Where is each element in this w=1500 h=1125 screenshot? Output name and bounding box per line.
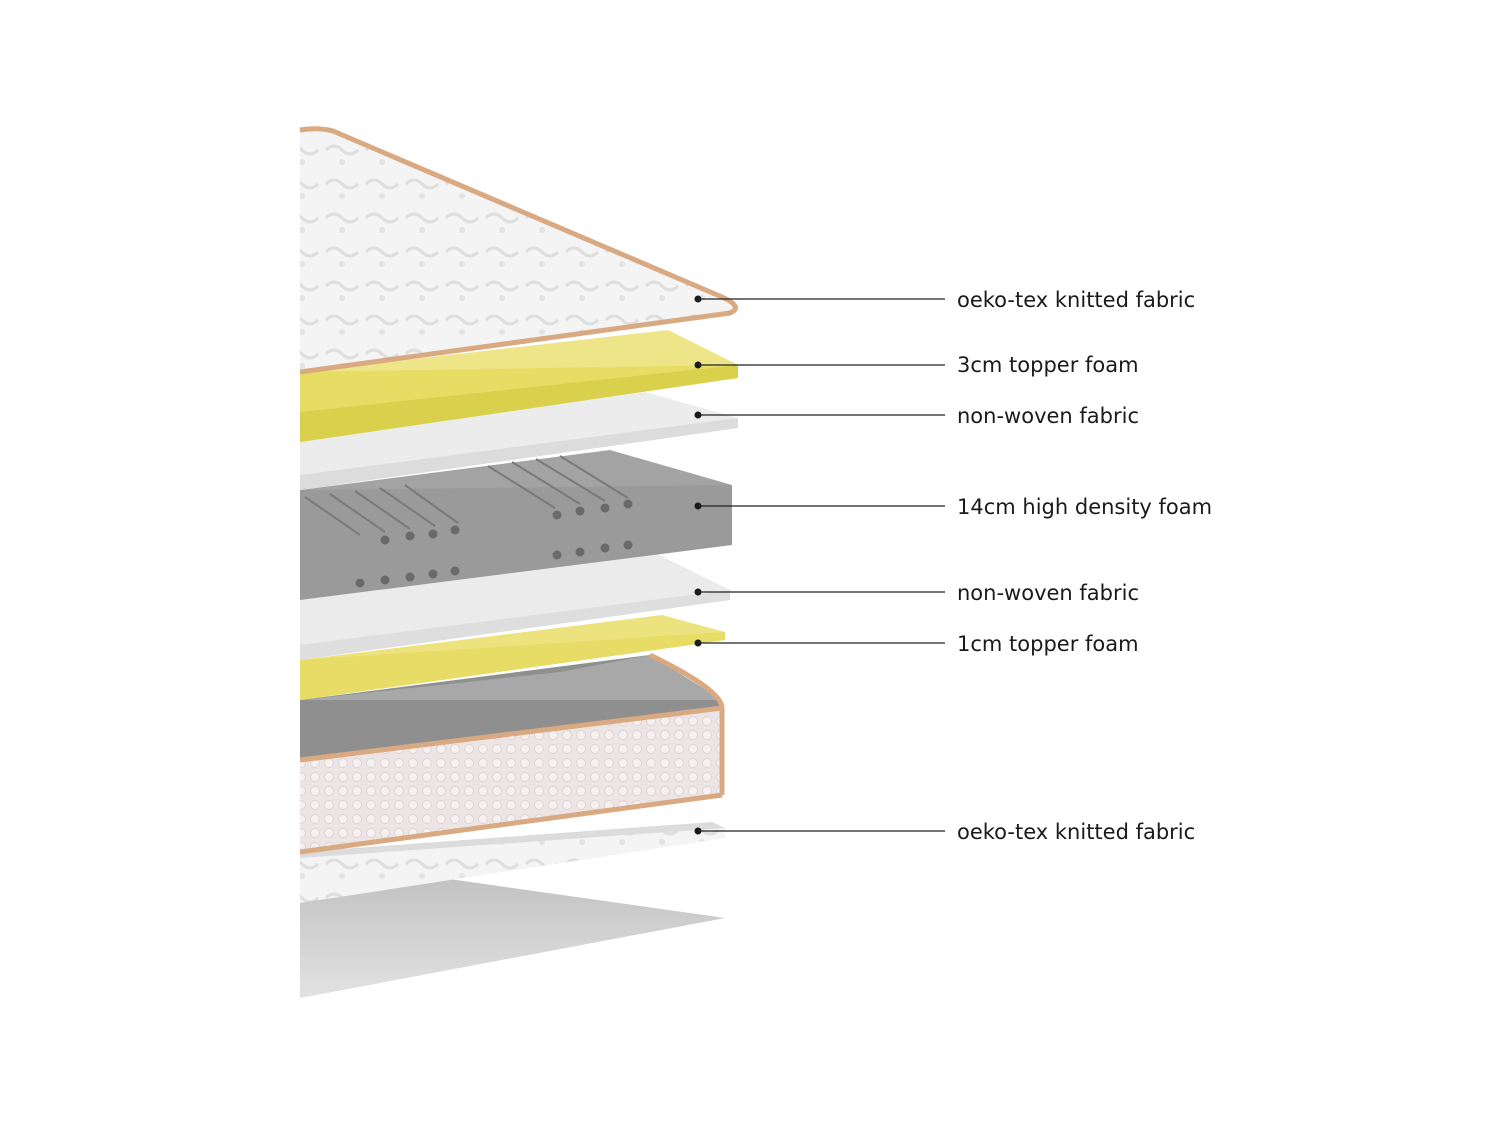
label-oeko-tex-knitted-fabric-top: oeko-tex knitted fabric (957, 288, 1195, 312)
label-1cm-topper-foam: 1cm topper foam (957, 632, 1139, 656)
layer-base-unit (299, 652, 725, 855)
callout-layer-4: 14cm high density foam (694, 495, 1212, 519)
callout-layer-3: non-woven fabric (694, 404, 1139, 428)
layer-3cm-topper-foam (300, 330, 738, 442)
callout-layer-2: 3cm topper foam (694, 353, 1139, 377)
layer-upper-non-woven-fabric (300, 392, 738, 490)
layer-lower-non-woven-fabric (300, 553, 730, 660)
layer-bottom-knitted-fabric (300, 822, 725, 903)
label-14cm-high-density-foam: 14cm high density foam (957, 495, 1212, 519)
layer-top-knitted-fabric (299, 126, 738, 375)
label-non-woven-fabric-upper: non-woven fabric (957, 404, 1139, 428)
label-3cm-topper-foam: 3cm topper foam (957, 353, 1139, 377)
callout-layer-7: oeko-tex knitted fabric (694, 820, 1195, 844)
callout-layer-5: non-woven fabric (694, 581, 1139, 605)
label-oeko-tex-knitted-fabric-bottom: oeko-tex knitted fabric (957, 820, 1195, 844)
layer-1cm-topper-foam (300, 615, 725, 700)
floor-shadow (300, 858, 725, 998)
callout-layer-6: 1cm topper foam (694, 632, 1139, 656)
label-non-woven-fabric-lower: non-woven fabric (957, 581, 1139, 605)
layer-14cm-high-density-foam (300, 450, 732, 600)
callout-layer-1: oeko-tex knitted fabric (694, 288, 1195, 312)
